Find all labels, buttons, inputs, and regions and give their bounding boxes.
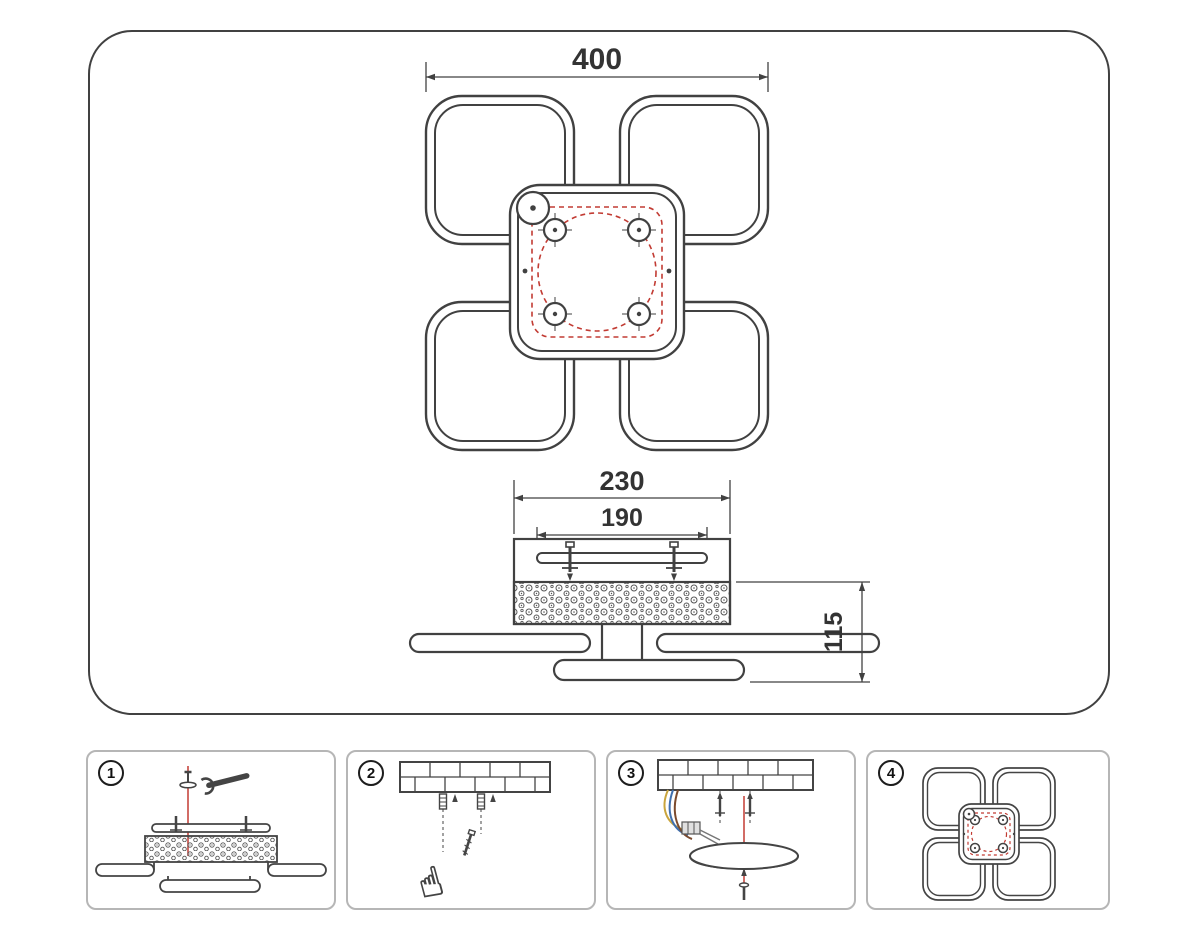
dim-overall-width-label: 400 — [572, 43, 622, 76]
dim-height-label: 115 — [820, 612, 848, 652]
canopy-base — [688, 842, 800, 870]
wires-icon — [663, 789, 721, 845]
step-number-badge: 4 — [878, 760, 904, 786]
red-dashed-square — [531, 206, 663, 338]
mounting-holes — [538, 213, 656, 331]
mounting-bracket — [536, 552, 708, 564]
hand-icon: ☝ — [413, 858, 448, 908]
center-base — [508, 183, 686, 361]
wall-anchor-icon — [438, 793, 458, 852]
step-panel-2: 2 — [346, 750, 596, 910]
left-arm — [408, 632, 592, 654]
canopy-section — [144, 816, 278, 863]
red-dashed-square — [967, 812, 1011, 856]
crystal-band — [512, 580, 732, 626]
petal-top-right — [618, 94, 770, 246]
side-view: 230 190 — [408, 466, 881, 683]
step-number-badge: 2 — [358, 760, 384, 786]
red-dashed-circle — [970, 815, 1008, 853]
dimension-canopy-width: 230 — [513, 466, 731, 534]
bracket-bolt-left — [562, 541, 578, 581]
step-4-illustration — [922, 767, 1056, 901]
dim-canopy-width-label: 230 — [599, 466, 644, 496]
mounting-hole — [538, 297, 572, 331]
mounting-hole — [622, 297, 656, 331]
screw-icon — [738, 868, 750, 900]
fixture-arms — [95, 862, 327, 893]
ceiling-brick-icon — [657, 759, 814, 791]
dimension-overall-width: 400 — [425, 43, 769, 92]
side-pin-right — [666, 268, 672, 274]
arrow-right — [759, 73, 768, 81]
step-number: 2 — [366, 764, 376, 782]
dimension-bracket-width: 190 — [536, 504, 708, 550]
finial-nut-icon — [179, 770, 197, 789]
step-number: 4 — [886, 764, 896, 782]
arrow-left — [426, 73, 435, 81]
terminal-block — [681, 821, 701, 835]
dimension-height: 115 — [736, 581, 870, 683]
step-panel-4: 4 — [866, 750, 1110, 910]
installation-steps: 1 — [86, 750, 1110, 910]
bracket-bolt-right — [666, 541, 682, 581]
step-3-illustration — [657, 759, 814, 900]
technical-drawing: 400 — [408, 43, 881, 683]
main-drawing-panel: 400 — [88, 30, 1110, 715]
mounting-screw-icon — [745, 790, 755, 824]
top-view: 400 — [424, 43, 770, 452]
step-panel-3: 3 — [606, 750, 856, 910]
mounting-hole — [538, 213, 572, 247]
wrench-icon — [200, 773, 250, 795]
mounting-screw-icon — [715, 790, 725, 824]
wall-anchor-icon — [476, 793, 496, 834]
step-2-illustration: ☝ — [399, 761, 551, 908]
petal-bottom-left — [424, 300, 576, 452]
right-arm — [655, 632, 881, 654]
screw-icon — [462, 828, 477, 856]
wiring-hole — [962, 807, 976, 821]
fixture-side-profile — [408, 624, 881, 682]
step-number-badge: 1 — [98, 760, 124, 786]
side-pin-left — [522, 268, 528, 274]
step-number: 1 — [106, 764, 116, 782]
step-1-illustration — [95, 766, 327, 893]
ceiling-brick-icon — [399, 761, 551, 793]
red-dashed-circle — [537, 212, 657, 332]
lower-bar — [552, 658, 746, 682]
step-panel-1: 1 — [86, 750, 336, 910]
dim-bracket-width-label: 190 — [601, 504, 643, 532]
side-pin-right — [1012, 832, 1016, 836]
side-pin-left — [962, 832, 966, 836]
fixture-top-view-mini — [922, 767, 1056, 901]
step-number-badge: 3 — [618, 760, 644, 786]
wiring-hole — [515, 190, 551, 226]
crystal-band — [144, 835, 278, 863]
mounting-hole — [622, 213, 656, 247]
step-number: 3 — [626, 764, 636, 782]
canopy — [512, 537, 732, 626]
petal-top-left — [424, 94, 576, 246]
petal-bottom-right — [618, 300, 770, 452]
